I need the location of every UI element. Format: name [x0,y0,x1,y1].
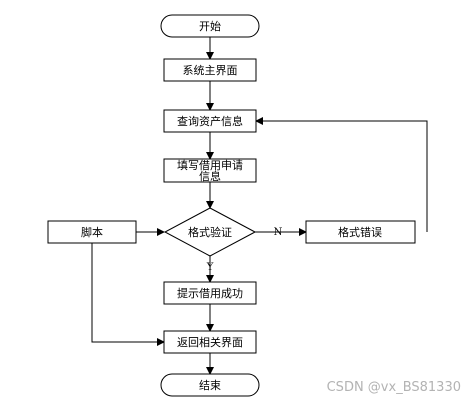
validate-label: 格式验证 [188,225,232,239]
watermark: CSDN @vx_BS81330 [326,380,461,395]
query-assets-box [163,109,257,133]
start-label: 开始 [199,19,221,33]
edge-label-yes: Y [206,262,214,273]
connectors [91,37,428,375]
script-box [47,220,137,244]
return-ui-box [163,330,257,354]
borrow-success-box [163,281,257,305]
node-labels: 开始 系统主界面 查询资产信息 填写借用申请 信息 格式验证 脚本 格式错误 提… [81,19,382,392]
fill-application-box [163,158,257,183]
edge-label-no: N [274,227,283,238]
borrow-success-label: 提示借用成功 [177,287,243,300]
nodes [47,14,416,397]
format-error-box [305,220,416,244]
main-ui-box [163,58,257,82]
format-error-label: 格式错误 [338,225,382,239]
end-terminal [160,373,260,397]
fill-application-label-line1: 填写借用申请 [177,158,243,172]
end-label: 结束 [199,379,221,392]
validate-decision [163,207,257,257]
start-terminal [160,14,260,38]
main-ui-label: 系统主界面 [183,64,238,77]
query-assets-label: 查询资产信息 [177,114,243,128]
return-ui-label: 返回相关界面 [177,335,243,349]
script-label: 脚本 [81,225,103,239]
edge-error-to-query [255,117,428,232]
edge-script-to-return [91,243,165,346]
fill-application-label-line2: 信息 [199,169,221,183]
